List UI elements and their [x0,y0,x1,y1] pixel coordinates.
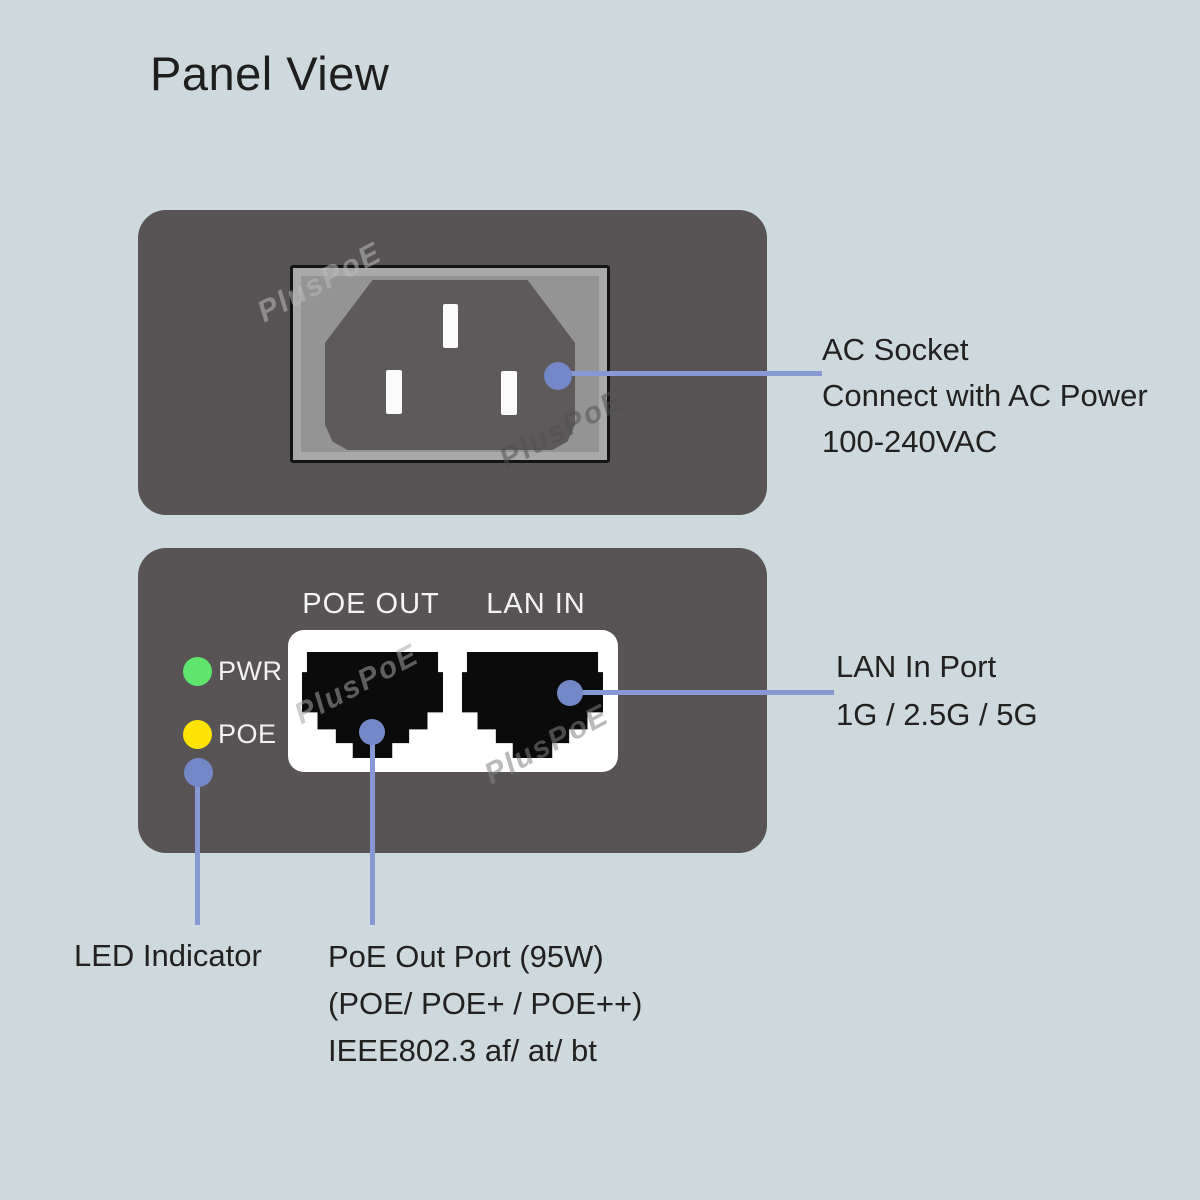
pwr-led-label: PWR [218,656,283,686]
poe-callout-text: PoE Out Port (95W) (POE/ POE+ / POE++) I… [328,933,642,1074]
led-indicator-callout-text: LED Indicator [74,938,262,973]
ac-callout-line-2: Connect with AC Power [822,378,1148,413]
lan-callout-line-2: 1G / 2.5G / 5G [836,697,1038,732]
led-callout-line [195,786,200,925]
poe-led [183,720,212,749]
ac-callout-text: AC Socket Connect with AC Power 100-240V… [822,327,1148,465]
ac-pin-right [501,371,517,415]
poe-port-dot [359,719,385,745]
ac-pin-ground [443,304,458,348]
poe-callout-line-3: IEEE802.3 af/ at/ bt [328,1033,597,1068]
poe-out-port-label: POE OUT [302,588,440,620]
poe-led-label: POE [218,719,277,749]
ac-callout-line-1: AC Socket [822,332,969,367]
poe-callout-line-2: (POE/ POE+ / POE++) [328,986,643,1021]
ac-pin-left [386,370,402,414]
lan-callout-line-1: LAN In Port [836,649,997,684]
page-title: Panel View [150,47,390,100]
ac-callout-dot [544,362,572,390]
led-indicator-dot [184,758,213,787]
lan-callout-line [582,690,834,695]
lan-in-port [462,652,603,758]
lan-callout-text: LAN In Port 1G / 2.5G / 5G [836,643,1038,739]
lan-in-port-label: LAN IN [486,588,586,620]
poe-callout-line-1: PoE Out Port (95W) [328,939,604,974]
ac-callout-line [560,371,822,376]
lan-port-dot [557,680,583,706]
pwr-led [183,657,212,686]
ac-callout-line-3: 100-240VAC [822,424,998,459]
poe-callout-line [370,743,375,925]
